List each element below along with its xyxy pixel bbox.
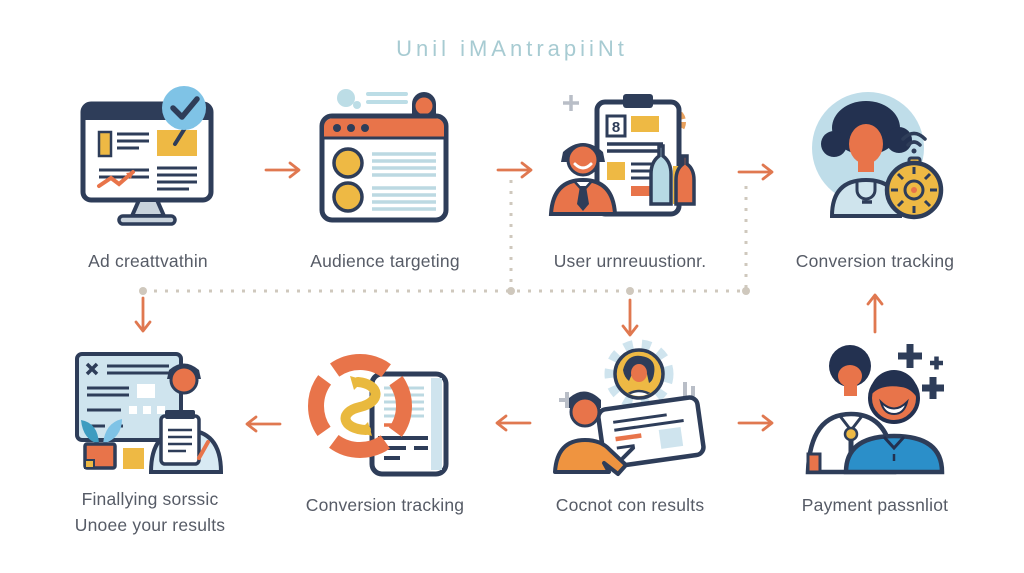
results-presentation-icon (553, 339, 706, 476)
step-label-results: Cocnot con results (555, 495, 705, 515)
step-label-audience-targeting: Audience targeting (310, 251, 460, 271)
analyze-results-icon (75, 352, 224, 474)
step-label-user: User urnreuustionr. (553, 251, 707, 271)
arrow-left-bottom-2 (495, 414, 532, 432)
payment-people-icon (805, 344, 945, 475)
stopwatch-person-icon (812, 92, 944, 220)
arrow-up-right (866, 293, 884, 334)
arrow-right-top-1 (264, 161, 301, 179)
step-label-finalize-line2: Unoee your results (74, 515, 226, 535)
user-clipboard-icon: 8 (548, 94, 696, 217)
step-label-conversion-tracking-top: Conversion tracking (795, 251, 955, 271)
svg-text:8: 8 (612, 119, 620, 136)
ad-creation-monitor-icon (80, 86, 214, 226)
arrow-down-middle (621, 298, 639, 337)
arrow-right-top-3 (737, 163, 774, 181)
dotted-node (507, 287, 515, 295)
dotted-node (742, 287, 750, 295)
step-label-payment: Payment passnliot (801, 495, 949, 515)
page-title: Unil iMAntrapiiNt (396, 36, 628, 61)
dotted-node (139, 287, 147, 295)
dotted-node (626, 287, 634, 295)
arrow-right-top-2 (496, 161, 533, 179)
step-label-finalize: Finallying sorssic Unoee your results (20, 486, 280, 538)
arrow-left-bottom-1 (245, 415, 282, 433)
step-label-conversion-tracking-bottom: Conversion tracking (305, 495, 465, 515)
audience-browser-icon (319, 89, 449, 223)
arrow-right-bottom-3 (737, 414, 774, 432)
sync-document-icon (308, 354, 449, 477)
arrow-down-left (134, 296, 152, 333)
step-label-ad-creation: Ad creattvathin (88, 251, 208, 271)
step-label-finalize-line1: Finallying sorssic (81, 489, 219, 509)
